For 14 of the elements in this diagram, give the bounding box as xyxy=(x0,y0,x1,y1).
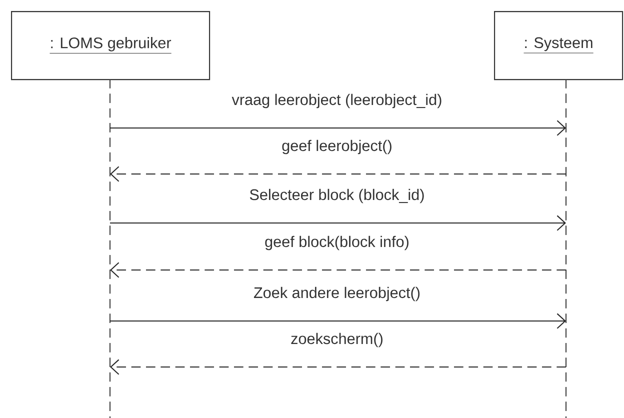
message-arrow xyxy=(110,359,566,375)
message-arrow xyxy=(110,120,566,136)
message-arrow xyxy=(110,262,566,278)
message-arrow xyxy=(110,215,566,231)
message-arrow xyxy=(110,166,566,182)
message-arrow xyxy=(110,313,566,329)
lifeline-head-box: : Systeem xyxy=(494,11,624,80)
edge-label: Zoek andere leerobject() xyxy=(252,286,422,302)
edge-label: geef block(block info) xyxy=(263,234,411,252)
edge-label: geef leerobject() xyxy=(280,138,394,156)
edge-label: zoekscherm() xyxy=(289,332,385,348)
edge-label: Selecteer block (block_id) xyxy=(248,188,426,204)
edge-label: vraag leerobject (leerobject_id) xyxy=(230,92,444,110)
lifeline-head-box: : LOMS gebruiker xyxy=(11,11,210,80)
